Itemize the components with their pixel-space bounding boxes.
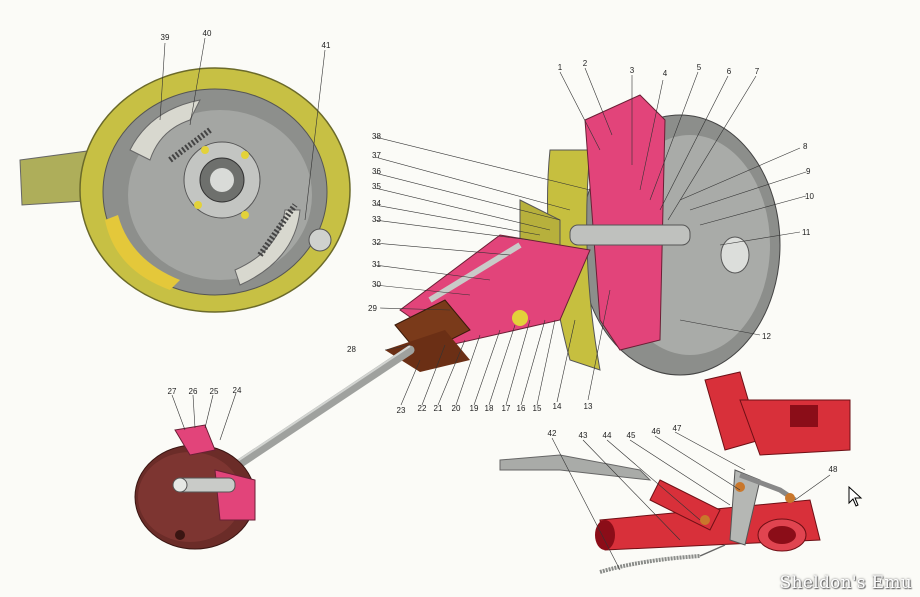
- label-8: 8: [803, 142, 808, 151]
- label-14: 14: [553, 402, 562, 411]
- label-4: 4: [663, 69, 668, 78]
- label-25: 25: [210, 387, 219, 396]
- label-27: 27: [168, 387, 177, 396]
- label-10: 10: [805, 192, 814, 201]
- part-number-labels: 1 2 3 4 5 6 7 8 9 10 11 12 13 14 15 16 1…: [161, 29, 838, 474]
- label-3: 3: [630, 66, 635, 75]
- label-7: 7: [755, 67, 760, 76]
- label-23: 23: [397, 406, 406, 415]
- label-40: 40: [203, 29, 212, 38]
- label-2: 2: [583, 59, 588, 68]
- brake-drum-interior-view: [19, 67, 351, 313]
- label-44: 44: [603, 431, 612, 440]
- leader-lines: [159, 37, 831, 571]
- frame-pedal-view: [499, 371, 851, 574]
- label-1: 1: [558, 63, 563, 72]
- hub-cutaway-view: [385, 94, 781, 376]
- label-11: 11: [802, 228, 811, 237]
- label-17: 17: [502, 404, 511, 413]
- cam-lever-view: [134, 424, 256, 550]
- label-19: 19: [470, 404, 479, 413]
- label-47: 47: [673, 424, 682, 433]
- label-5: 5: [697, 63, 702, 72]
- label-34: 34: [372, 199, 381, 208]
- label-45: 45: [627, 431, 636, 440]
- label-31: 31: [372, 260, 381, 269]
- label-9: 9: [806, 167, 811, 176]
- label-26: 26: [189, 387, 198, 396]
- label-16: 16: [517, 404, 526, 413]
- label-37: 37: [372, 151, 381, 160]
- label-13: 13: [584, 402, 593, 411]
- label-6: 6: [727, 67, 732, 76]
- mouse-cursor-icon: [848, 485, 863, 507]
- label-46: 46: [652, 427, 661, 436]
- label-36: 36: [372, 167, 381, 176]
- label-33: 33: [372, 215, 381, 224]
- label-39: 39: [161, 33, 170, 42]
- label-48: 48: [829, 465, 838, 474]
- label-12: 12: [762, 332, 771, 341]
- label-15: 15: [533, 404, 542, 413]
- label-22: 22: [418, 404, 427, 413]
- brake-rod: [225, 345, 415, 475]
- watermark: Sheldon's Emu: [779, 573, 912, 593]
- label-41: 41: [322, 41, 331, 50]
- label-42: 42: [548, 429, 557, 438]
- label-18: 18: [485, 404, 494, 413]
- label-30: 30: [372, 280, 381, 289]
- label-38: 38: [372, 132, 381, 141]
- label-29: 29: [368, 304, 377, 313]
- label-35: 35: [372, 182, 381, 191]
- label-32: 32: [372, 238, 381, 247]
- label-20: 20: [452, 404, 461, 413]
- label-28: 28: [347, 345, 356, 354]
- label-43: 43: [579, 431, 588, 440]
- label-21: 21: [434, 404, 443, 413]
- label-24: 24: [233, 386, 242, 395]
